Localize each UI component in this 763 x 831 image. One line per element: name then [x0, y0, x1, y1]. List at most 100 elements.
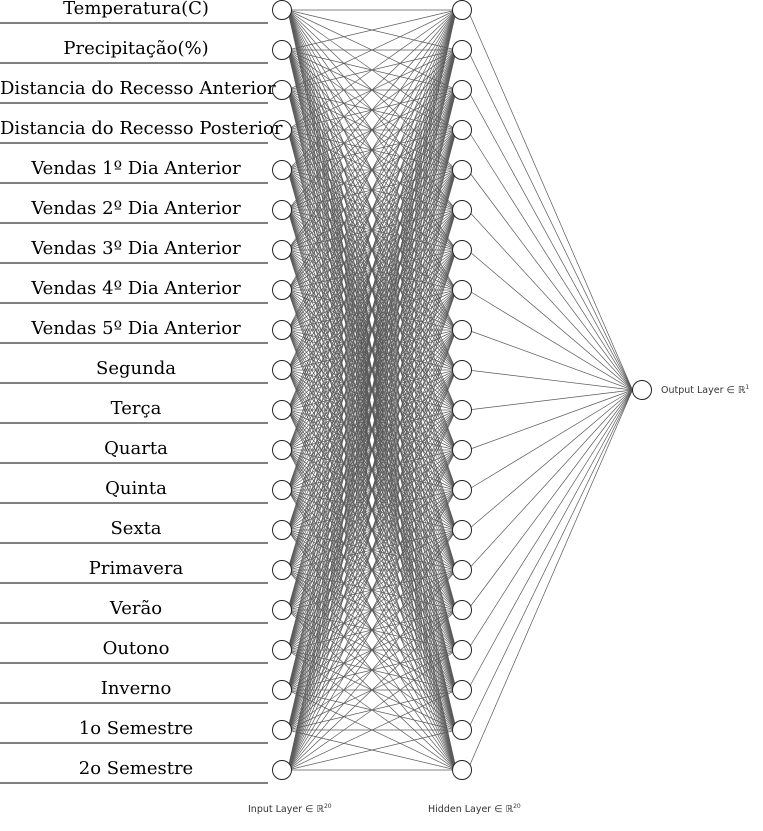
- input-neuron: [272, 640, 292, 660]
- edge-hidden-output: [467, 389, 633, 611]
- input-feature-label: Vendas 3º Dia Anterior: [31, 238, 241, 259]
- input-neuron: [272, 720, 292, 740]
- input-feature-label: 2o Semestre: [78, 758, 194, 779]
- input-layer-caption: Input Layer ∈ ℝ20: [248, 802, 332, 816]
- hidden-neuron: [452, 760, 472, 780]
- hidden-layer-caption-text: Hidden Layer ∈ ℝ: [428, 804, 514, 815]
- edge-input-hidden: [287, 649, 457, 771]
- hidden-neuron: [452, 160, 472, 180]
- edge-input-hidden: [287, 9, 457, 491]
- edge-input-hidden: [287, 129, 457, 771]
- edge-hidden-output: [467, 89, 633, 391]
- input-feature-label: Sexta: [110, 518, 162, 539]
- output-neuron: [632, 380, 652, 400]
- label-separators: [0, 22, 268, 784]
- input-feature-label: Inverno: [100, 678, 172, 699]
- input-feature-label: Vendas 5º Dia Anterior: [31, 318, 241, 339]
- connection-edges: [287, 9, 633, 771]
- input-layer-dimension: 20: [323, 802, 332, 810]
- edge-hidden-output: [467, 389, 633, 411]
- output-layer-dimension: 1: [745, 383, 750, 391]
- input-neuron: [272, 600, 292, 620]
- input-neuron: [272, 760, 292, 780]
- edge-hidden-output: [467, 389, 633, 451]
- input-feature-label: Vendas 1º Dia Anterior: [31, 158, 241, 179]
- input-feature-label: Verão: [109, 598, 163, 619]
- edge-hidden-output: [467, 389, 633, 771]
- edge-hidden-output: [467, 389, 633, 651]
- input-neuron: [272, 200, 292, 220]
- input-neuron: [272, 280, 292, 300]
- input-feature-label: Temperatura(C): [63, 0, 209, 19]
- edge-input-hidden: [287, 49, 457, 771]
- edge-input-hidden: [287, 289, 457, 771]
- hidden-neuron: [452, 400, 472, 420]
- edge-hidden-output: [467, 389, 633, 571]
- edge-input-hidden: [287, 9, 457, 411]
- edge-input-hidden: [287, 689, 457, 771]
- edge-input-hidden: [287, 329, 457, 771]
- hidden-neuron: [452, 520, 472, 540]
- edge-input-hidden: [287, 449, 457, 771]
- edge-input-hidden: [287, 9, 457, 691]
- edge-input-hidden: [287, 89, 457, 771]
- edge-input-hidden: [287, 9, 457, 451]
- edge-input-hidden: [287, 9, 457, 51]
- edge-hidden-output: [467, 129, 633, 391]
- edge-input-hidden: [287, 609, 457, 771]
- hidden-neuron: [452, 80, 472, 100]
- edge-hidden-output: [467, 49, 633, 391]
- edge-input-hidden: [287, 9, 457, 731]
- edge-hidden-output: [467, 9, 633, 391]
- edge-input-hidden: [287, 569, 457, 771]
- input-neuron: [272, 120, 292, 140]
- edge-hidden-output: [467, 369, 633, 391]
- hidden-neuron: [452, 360, 472, 380]
- edge-input-hidden: [287, 9, 457, 611]
- input-neuron: [272, 400, 292, 420]
- hidden-neuron: [452, 600, 472, 620]
- edge-hidden-output: [467, 389, 633, 531]
- output-layer-caption-text: Output Layer ∈ ℝ: [661, 385, 746, 396]
- input-feature-label: Vendas 4º Dia Anterior: [31, 278, 241, 299]
- input-feature-label: Quinta: [105, 478, 167, 499]
- edge-input-hidden: [287, 169, 457, 771]
- input-neuron: [272, 480, 292, 500]
- hidden-neuron: [452, 640, 472, 660]
- edge-input-hidden: [287, 249, 457, 771]
- input-neuron: [272, 40, 292, 60]
- input-neuron: [272, 680, 292, 700]
- output-layer-caption: Output Layer ∈ ℝ1: [661, 383, 750, 397]
- input-feature-label: Primavera: [88, 558, 184, 579]
- hidden-neuron: [452, 440, 472, 460]
- input-neuron: [272, 320, 292, 340]
- input-layer-caption-text: Input Layer ∈ ℝ: [248, 804, 324, 815]
- edge-hidden-output: [467, 389, 633, 691]
- input-neuron: [272, 240, 292, 260]
- edge-hidden-output: [467, 249, 633, 391]
- edge-input-hidden: [287, 9, 457, 331]
- hidden-layer-caption: Hidden Layer ∈ ℝ20: [428, 802, 521, 816]
- hidden-neuron: [452, 120, 472, 140]
- edge-hidden-output: [467, 289, 633, 391]
- input-neuron: [272, 160, 292, 180]
- input-feature-label: Distancia do Recesso Posterior: [0, 118, 283, 139]
- edge-hidden-output: [467, 329, 633, 391]
- input-neuron: [272, 80, 292, 100]
- hidden-neuron: [452, 200, 472, 220]
- input-neuron: [272, 520, 292, 540]
- edge-input-hidden: [287, 9, 457, 771]
- edge-hidden-output: [467, 209, 633, 391]
- input-feature-label: Terça: [110, 398, 162, 419]
- input-feature-label: 1o Semestre: [78, 718, 194, 739]
- input-feature-label: Quarta: [104, 438, 168, 459]
- hidden-neuron: [452, 240, 472, 260]
- hidden-layer-dimension: 20: [513, 802, 521, 810]
- edge-input-hidden: [287, 9, 457, 651]
- edge-input-hidden: [287, 9, 457, 571]
- edge-input-hidden: [287, 9, 457, 171]
- input-neuron: [272, 560, 292, 580]
- input-feature-label: Outono: [102, 638, 170, 659]
- edge-input-hidden: [287, 729, 457, 771]
